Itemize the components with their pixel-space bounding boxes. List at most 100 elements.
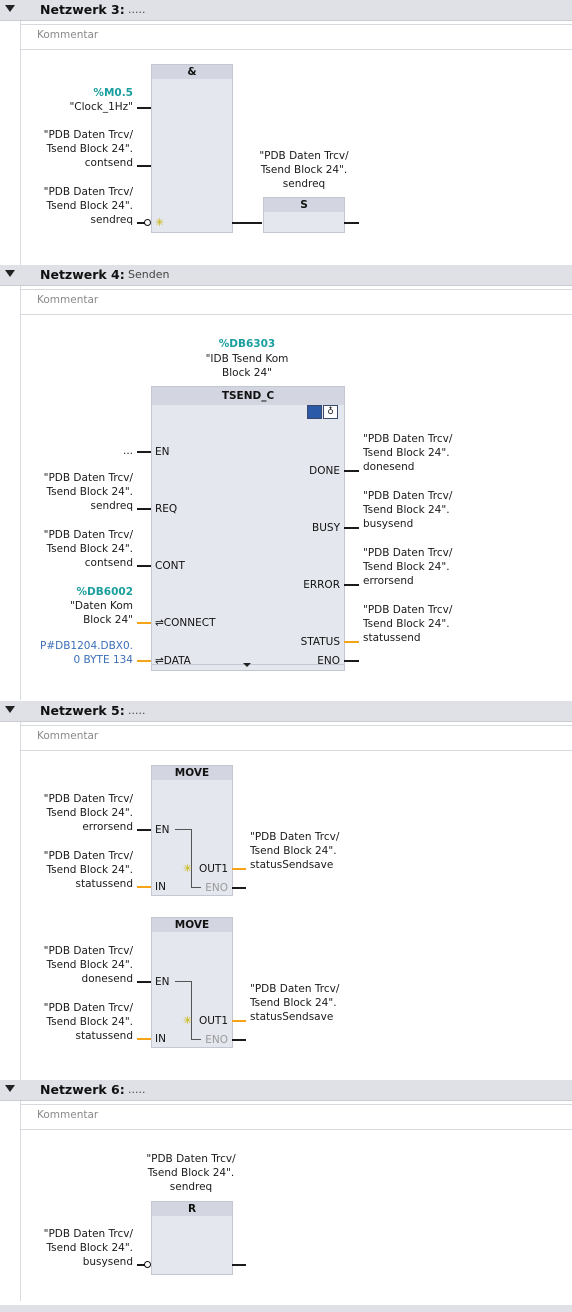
operand-line[interactable]: sendreq — [282, 178, 326, 190]
operand-line[interactable]: "PDB Daten Trcv/ — [146, 1153, 236, 1165]
operand-line[interactable]: "PDB Daten Trcv/ — [363, 433, 453, 445]
insert-star-icon[interactable]: ✳ — [183, 862, 193, 875]
operand-line[interactable]: Tsend Block 24". — [250, 845, 337, 857]
operand-line[interactable]: errorsend — [82, 821, 133, 833]
instance-db-address[interactable]: %DB6303 — [218, 338, 276, 350]
operand-name[interactable]: "Clock_1Hz" — [69, 101, 133, 113]
operand-line[interactable]: statusSendsave — [250, 1011, 334, 1023]
pointer-operand[interactable]: P#DB1204.DBX0. — [40, 640, 133, 652]
operand-line[interactable]: busysend — [363, 518, 414, 530]
comment-field[interactable]: Kommentar — [20, 24, 572, 50]
operand-line[interactable]: Tsend Block 24". — [250, 997, 337, 1009]
network-3-header[interactable]: Netzwerk 3: ..... — [0, 0, 572, 21]
operand-line[interactable]: "PDB Daten Trcv/ — [43, 1002, 133, 1014]
wire — [137, 222, 145, 224]
wire — [137, 565, 151, 567]
network-subtitle[interactable]: Senden — [128, 268, 170, 281]
operand-line[interactable]: Tsend Block 24". — [46, 543, 133, 555]
comment-field[interactable]: Kommentar — [20, 725, 572, 751]
operand-line[interactable]: "PDB Daten Trcv/ — [250, 983, 340, 995]
pin-eno: ENO — [205, 882, 228, 894]
insert-star-icon[interactable]: ✳ — [183, 1014, 193, 1027]
operand-line[interactable]: sendreq — [90, 214, 133, 226]
wire — [344, 641, 359, 643]
operand-line[interactable]: statussend — [75, 878, 133, 890]
operand-line[interactable]: statusSendsave — [250, 859, 334, 871]
operand-line[interactable]: Tsend Block 24". — [363, 561, 450, 573]
operand-line[interactable]: Tsend Block 24". — [46, 807, 133, 819]
en-operand[interactable]: ... — [122, 445, 133, 457]
operand-line[interactable]: statussend — [75, 1030, 133, 1042]
tsend-c-block[interactable]: TSEND_C ♁ — [151, 386, 345, 671]
operand-line[interactable]: Tsend Block 24". — [46, 864, 133, 876]
operand-line[interactable]: Tsend Block 24". — [46, 959, 133, 971]
operand-line[interactable]: sendreq — [90, 500, 133, 512]
and-box[interactable]: & — [151, 64, 233, 233]
operand-line[interactable]: Block 24" — [83, 614, 133, 626]
negation-circle-icon — [144, 219, 151, 226]
set-coil-box[interactable]: S — [263, 197, 345, 233]
comment-placeholder: Kommentar — [37, 730, 99, 742]
operand-line[interactable]: contsend — [84, 157, 133, 169]
network-5-header[interactable]: Netzwerk 5: ..... — [0, 701, 572, 722]
operand-line[interactable]: "PDB Daten Trcv/ — [43, 186, 133, 198]
operand-line[interactable]: "PDB Daten Trcv/ — [43, 793, 133, 805]
operand-line[interactable]: Tsend Block 24". — [46, 1016, 133, 1028]
operand-line[interactable]: "Daten Kom — [70, 600, 133, 612]
operand-line[interactable]: donesend — [363, 461, 415, 473]
operand-line[interactable]: "PDB Daten Trcv/ — [363, 490, 453, 502]
operand-line[interactable]: "PDB Daten Trcv/ — [250, 831, 340, 843]
operand-line[interactable]: "PDB Daten Trcv/ — [259, 150, 349, 162]
operand-address[interactable]: %M0.5 — [93, 87, 133, 99]
operand-line[interactable]: "PDB Daten Trcv/ — [43, 1228, 133, 1240]
comment-field[interactable]: Kommentar — [20, 1104, 572, 1130]
operand-line[interactable]: sendreq — [169, 1181, 213, 1193]
block-icon-connection[interactable] — [307, 405, 322, 419]
insert-star-icon[interactable]: ✳ — [155, 216, 165, 229]
operand-line[interactable]: Tsend Block 24". — [147, 1167, 235, 1179]
expand-chevron-down-icon[interactable] — [243, 663, 251, 667]
pin-en: EN — [155, 446, 170, 458]
reset-coil-box[interactable]: R — [151, 1201, 233, 1275]
comment-field[interactable]: Kommentar — [20, 289, 572, 315]
next-network-header[interactable] — [0, 1305, 572, 1312]
collapse-triangle-icon[interactable] — [5, 270, 15, 277]
operand-line[interactable]: "PDB Daten Trcv/ — [43, 850, 133, 862]
instance-db-name[interactable]: Block 24" — [222, 367, 272, 379]
operand-line[interactable]: Tsend Block 24". — [46, 486, 133, 498]
operand-line[interactable]: Tsend Block 24". — [46, 143, 133, 155]
network-6-header[interactable]: Netzwerk 6: ..... — [0, 1080, 572, 1101]
operand-line[interactable]: "PDB Daten Trcv/ — [43, 129, 133, 141]
operand-line[interactable]: contsend — [84, 557, 133, 569]
operand-line[interactable]: Tsend Block 24". — [260, 164, 348, 176]
network-subtitle[interactable]: ..... — [128, 3, 146, 16]
collapse-triangle-icon[interactable] — [5, 706, 15, 713]
instance-db-name[interactable]: "IDB Tsend Kom — [205, 353, 289, 365]
operand-line[interactable]: Tsend Block 24". — [46, 1242, 133, 1254]
operand-line[interactable]: Tsend Block 24". — [46, 200, 133, 212]
operand-line[interactable]: "PDB Daten Trcv/ — [363, 547, 453, 559]
operand-line[interactable]: donesend — [81, 973, 133, 985]
operand-line[interactable]: Tsend Block 24". — [363, 504, 450, 516]
operand-line[interactable]: "PDB Daten Trcv/ — [43, 472, 133, 484]
operand-line[interactable]: Tsend Block 24". — [363, 618, 450, 630]
wire — [137, 508, 151, 510]
pointer-operand[interactable]: 0 BYTE 134 — [73, 654, 134, 666]
collapse-triangle-icon[interactable] — [5, 1085, 15, 1092]
move-block[interactable]: MOVE — [151, 917, 233, 1048]
connect-db-address[interactable]: %DB6002 — [76, 586, 133, 598]
operand-line[interactable]: "PDB Daten Trcv/ — [43, 529, 133, 541]
operand-line[interactable]: "PDB Daten Trcv/ — [43, 945, 133, 957]
operand-line[interactable]: Tsend Block 24". — [363, 447, 450, 459]
network-subtitle[interactable]: ..... — [128, 1083, 146, 1096]
move-block[interactable]: MOVE — [151, 765, 233, 896]
operand-line[interactable]: errorsend — [363, 575, 414, 587]
operand-line[interactable]: statussend — [363, 632, 421, 644]
wire — [137, 981, 151, 983]
operand-line[interactable]: busysend — [82, 1256, 133, 1268]
operand-line[interactable]: "PDB Daten Trcv/ — [363, 604, 453, 616]
network-subtitle[interactable]: ..... — [128, 704, 146, 717]
collapse-triangle-icon[interactable] — [5, 5, 15, 12]
stethoscope-icon[interactable]: ♁ — [323, 405, 338, 419]
network-4-header[interactable]: Netzwerk 4: Senden — [0, 265, 572, 286]
